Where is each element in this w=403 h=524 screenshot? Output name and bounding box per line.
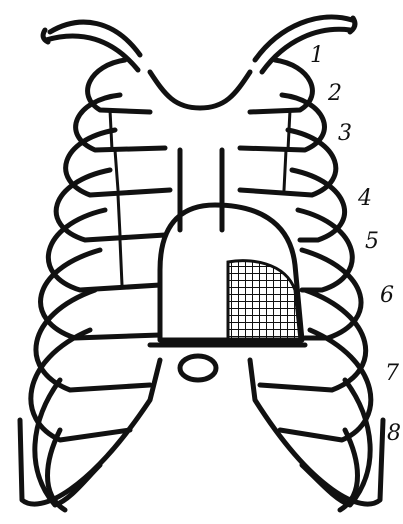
right-clavicle [255, 17, 355, 72]
rib-label-7: 7 [385, 361, 399, 386]
xiphoid-process [180, 356, 216, 380]
rib-label-5: 5 [365, 229, 379, 254]
rib-label-4: 4 [357, 186, 372, 211]
left-ribs [20, 60, 170, 510]
rib-label-2: 2 [327, 81, 342, 106]
left-clavicle [43, 22, 140, 70]
rib-label-6: 6 [380, 283, 394, 308]
rib-label-1: 1 [310, 43, 324, 68]
sternum-body [180, 150, 222, 230]
rib-label-8: 8 [387, 421, 401, 446]
manubrium [150, 72, 250, 108]
heart-dullness-area [228, 261, 300, 340]
rib-label-3: 3 [338, 121, 352, 146]
rib-labels: 1 2 3 4 5 6 7 8 [310, 43, 401, 446]
